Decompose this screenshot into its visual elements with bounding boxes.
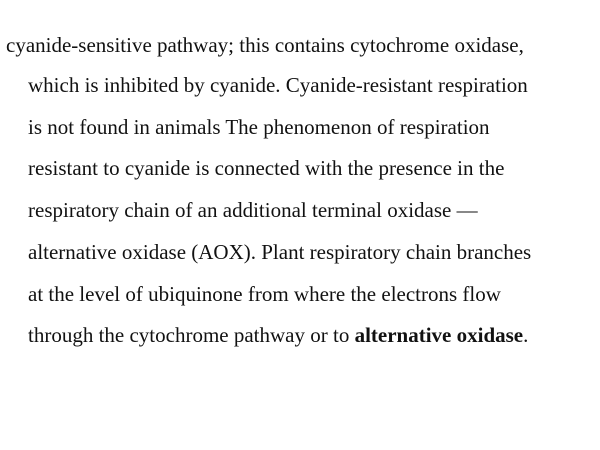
text-line-3: is not found in animals The phenomenon o… — [28, 115, 490, 139]
text-line-2: which is inhibited by cyanide. Cyanide-r… — [28, 73, 528, 97]
text-line-1: cyanide-sensitive pathway; this contains… — [6, 33, 524, 57]
text-line-6: alternative oxidase (AOX). Plant respira… — [28, 240, 532, 264]
text-line-8-start: through the cytochrome pathway or to — [28, 323, 355, 347]
text-line-8-end: . — [523, 323, 529, 347]
text-line-5: respiratory chain of an additional termi… — [28, 198, 478, 222]
text-line-7: at the level of ubiquinone from where th… — [28, 282, 501, 306]
text-line-4: resistant to cyanide is connected with t… — [28, 156, 505, 180]
text-line-8: through the cytochrome pathway or to alt… — [28, 322, 528, 348]
bold-term-alternative-oxidase: alternative oxidase — [354, 323, 524, 347]
